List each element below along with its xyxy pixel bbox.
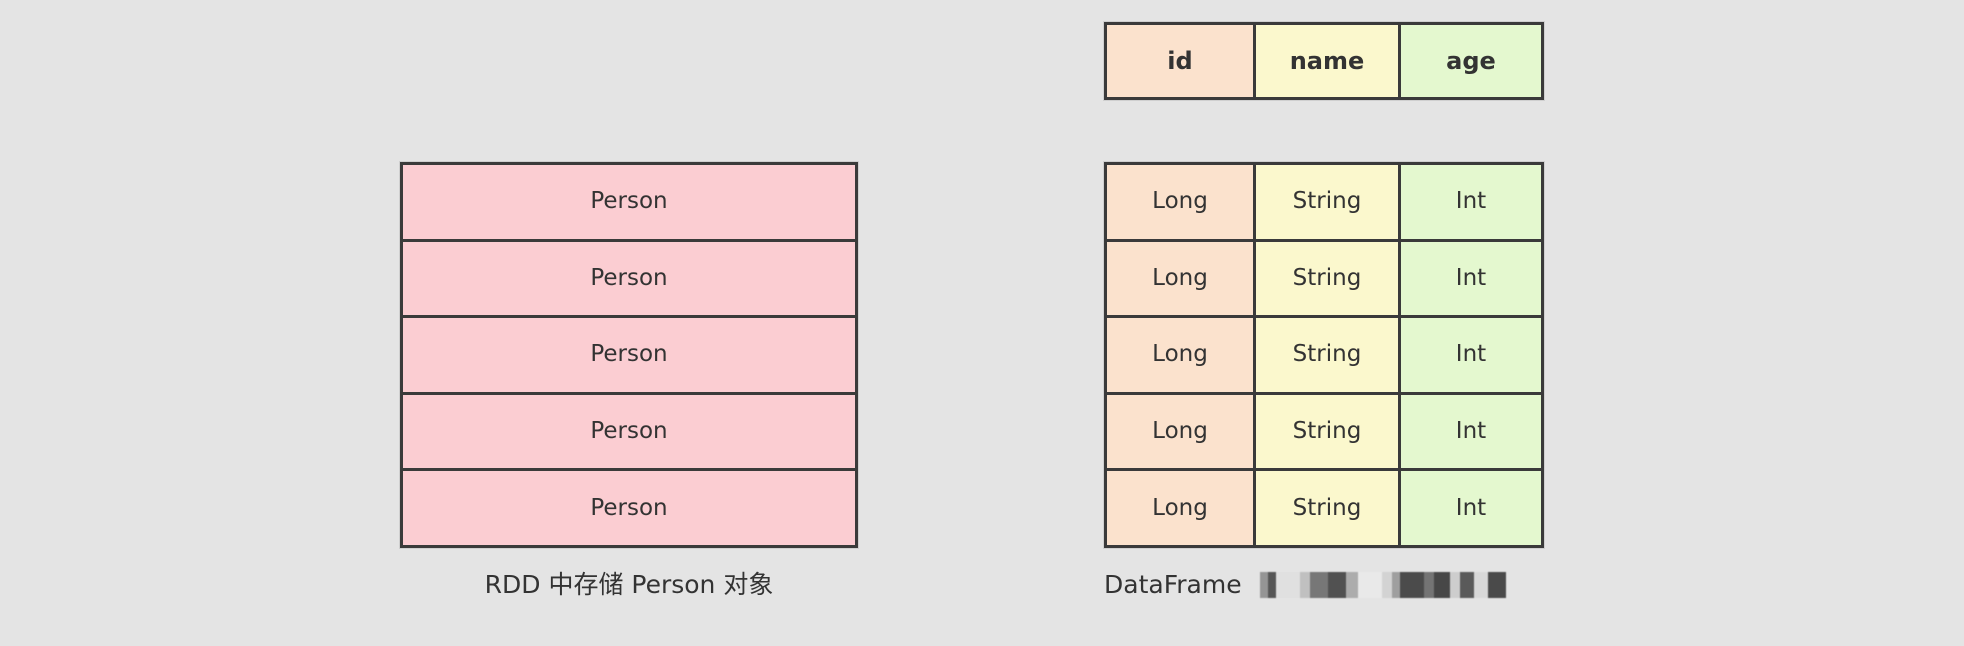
- dataframe-cell-id: Long: [1107, 165, 1253, 239]
- table-row: Long String Int: [1107, 318, 1541, 392]
- table-row: Long String Int: [1107, 241, 1541, 316]
- dataframe-cell-age: Int: [1401, 318, 1541, 392]
- table-row: Person: [403, 241, 855, 316]
- dataframe-caption: DataFrame: [1104, 568, 1512, 602]
- dataframe-cell-id: Long: [1107, 241, 1253, 316]
- table-row: Long String Int: [1107, 394, 1541, 469]
- dataframe-cell-name: String: [1256, 394, 1398, 469]
- dataframe-caption-text: DataFrame: [1104, 570, 1242, 599]
- table-row: Person: [403, 318, 855, 392]
- dataframe-cell-age: Int: [1401, 471, 1541, 545]
- column-header-id: id: [1107, 25, 1253, 97]
- rdd-cell-person: Person: [403, 318, 855, 392]
- rdd-table: Person Person Person Person Person: [400, 162, 858, 548]
- dataframe-cell-id: Long: [1107, 471, 1253, 545]
- rdd-cell-person: Person: [403, 241, 855, 316]
- dataframe-table: Long String Int Long String Int Long Str…: [1104, 162, 1544, 548]
- dataframe-cell-name: String: [1256, 165, 1398, 239]
- table-row: Long String Int: [1107, 471, 1541, 545]
- dataframe-cell-name: String: [1256, 471, 1398, 545]
- rdd-cell-person: Person: [403, 165, 855, 239]
- column-header-age: age: [1401, 25, 1541, 97]
- table-row: Person: [403, 471, 855, 545]
- dataframe-cell-id: Long: [1107, 394, 1253, 469]
- redacted-text-blur: [1253, 572, 1512, 598]
- rdd-cell-person: Person: [403, 394, 855, 469]
- dataframe-cell-id: Long: [1107, 318, 1253, 392]
- dataframe-schema-header-table: id name age: [1104, 22, 1544, 100]
- rdd-cell-person: Person: [403, 471, 855, 545]
- dataframe-cell-name: String: [1256, 318, 1398, 392]
- table-row: Long String Int: [1107, 165, 1541, 239]
- table-header-row: id name age: [1107, 25, 1541, 97]
- table-row: Person: [403, 165, 855, 239]
- dataframe-cell-age: Int: [1401, 165, 1541, 239]
- dataframe-cell-name: String: [1256, 241, 1398, 316]
- column-header-name: name: [1256, 25, 1398, 97]
- table-row: Person: [403, 394, 855, 469]
- dataframe-cell-age: Int: [1401, 394, 1541, 469]
- dataframe-cell-age: Int: [1401, 241, 1541, 316]
- rdd-caption: RDD 中存储 Person 对象: [484, 570, 774, 599]
